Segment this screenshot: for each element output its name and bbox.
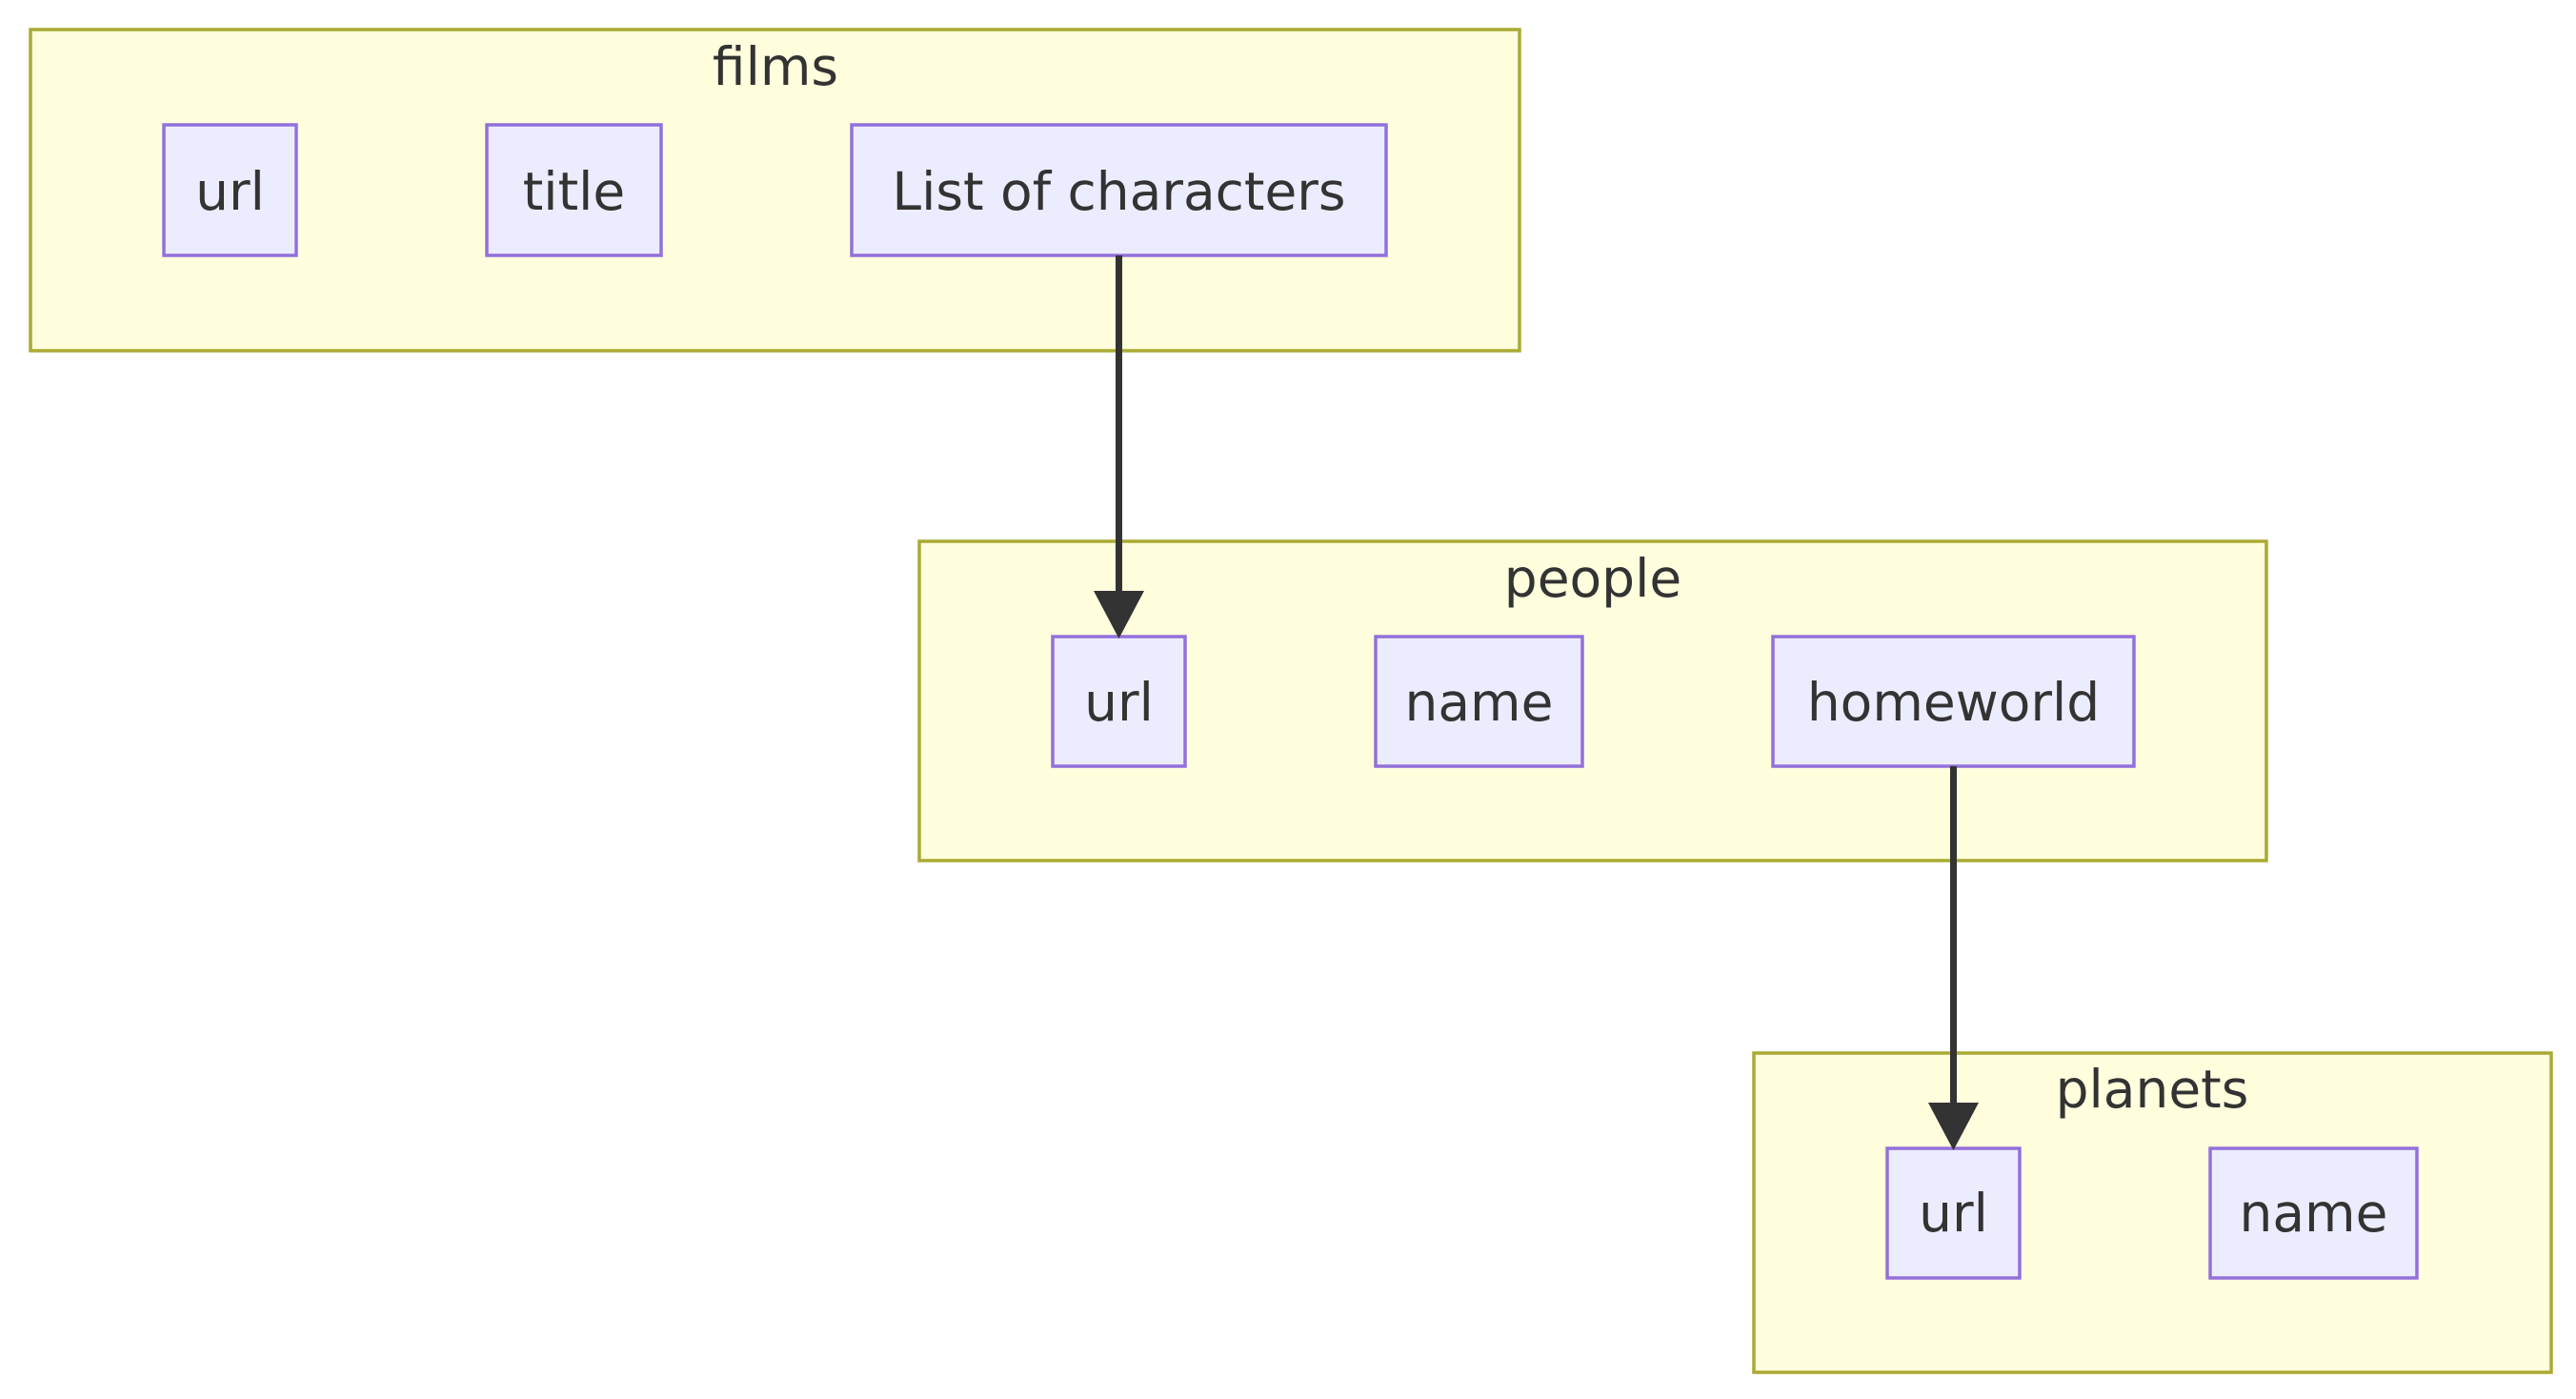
node-films-url[interactable]: url — [162, 123, 298, 257]
node-planets-url-box[interactable] — [1885, 1146, 2022, 1280]
cluster-people: people url name homeworld — [917, 539, 2268, 862]
cluster-films-label: films — [713, 36, 838, 97]
node-people-url-label: url — [1084, 672, 1154, 733]
cluster-films: films url title List of characters — [29, 28, 1521, 353]
node-people-name[interactable]: name — [1374, 635, 1584, 768]
edge-homeworld-to-planets-url — [1928, 766, 1979, 1150]
cluster-planets: planets url name — [1752, 1051, 2553, 1374]
node-planets-name-label: name — [2240, 1183, 2388, 1244]
node-people-homeworld-box[interactable] — [1771, 635, 2136, 768]
node-films-title[interactable]: title — [485, 123, 663, 257]
node-people-url[interactable]: url — [1051, 635, 1187, 768]
node-people-name-label: name — [1405, 672, 1554, 733]
node-films-characters[interactable]: List of characters — [850, 123, 1388, 257]
node-films-title-box[interactable] — [485, 123, 663, 257]
node-films-characters-box[interactable] — [850, 123, 1388, 257]
node-people-homeworld-label: homeworld — [1807, 672, 2100, 733]
node-planets-name-box[interactable] — [2208, 1146, 2419, 1280]
node-people-homeworld[interactable]: homeworld — [1771, 635, 2136, 768]
node-people-name-box[interactable] — [1374, 635, 1584, 768]
node-planets-name[interactable]: name — [2208, 1146, 2419, 1280]
arrow-head-icon — [1928, 1103, 1979, 1150]
cluster-planets-label: planets — [2056, 1059, 2249, 1120]
edge-characters-to-people-url — [1094, 255, 1144, 639]
node-films-characters-label: List of characters — [892, 161, 1345, 222]
node-films-url-box[interactable] — [162, 123, 298, 257]
node-films-url-label: url — [195, 161, 265, 222]
node-people-url-box[interactable] — [1051, 635, 1187, 768]
node-films-title-label: title — [523, 161, 626, 222]
node-planets-url[interactable]: url — [1885, 1146, 2022, 1280]
cluster-people-label: people — [1504, 548, 1681, 609]
node-planets-url-label: url — [1919, 1183, 1988, 1244]
arrow-head-icon — [1094, 591, 1144, 639]
